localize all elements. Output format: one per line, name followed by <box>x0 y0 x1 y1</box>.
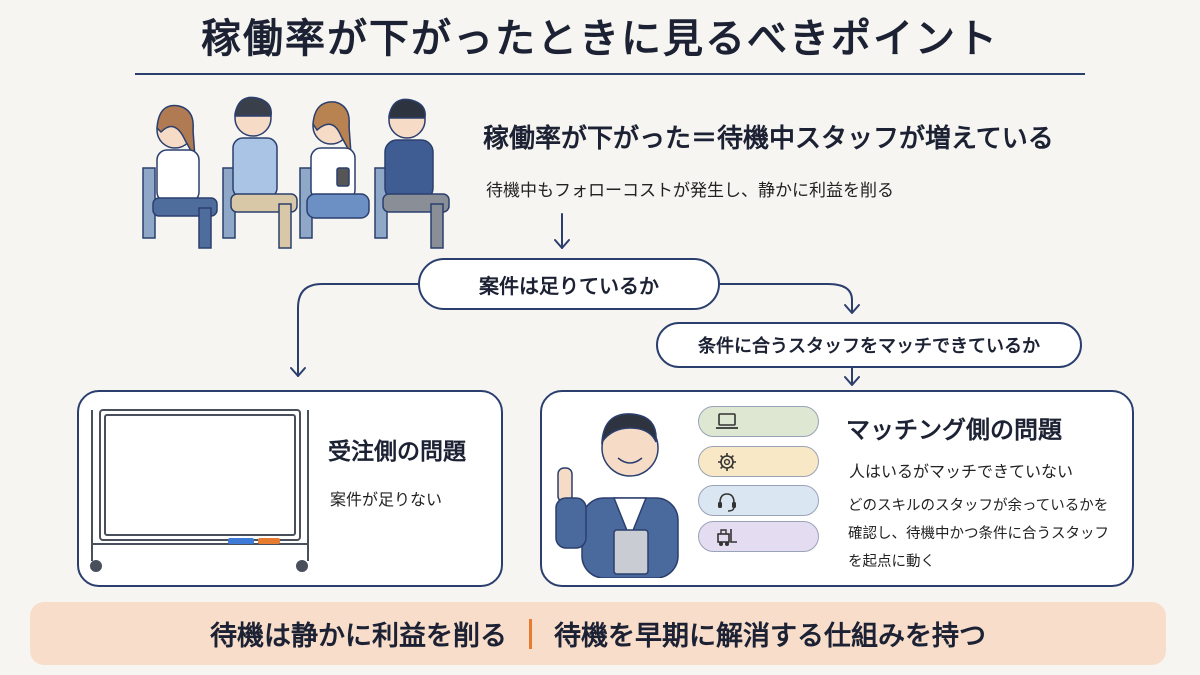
page-title: 稼働率が下がったときに見るべきポイント <box>201 16 999 62</box>
matching-side-description-line: を起点に動く <box>848 554 935 570</box>
order-side-title: 受注側の問題 <box>328 439 466 465</box>
businessman-illustration <box>555 413 679 578</box>
headline: 稼働率が下がった＝待機中スタッフが増えている <box>483 124 1054 154</box>
skill-manufacturing <box>698 446 819 477</box>
order-side-description: 案件が足りない <box>330 490 443 509</box>
forklift-icon <box>717 529 737 546</box>
question-matching: 条件に合うスタッフをマッチできているか <box>656 322 1082 368</box>
arrow-to-left-panel <box>297 283 419 377</box>
laptop-icon <box>716 413 738 429</box>
matching-side-subtitle: 人はいるがマッチできていない <box>849 462 1074 481</box>
waiting-staff-illustration <box>142 96 450 249</box>
arrow-to-question-2 <box>719 283 853 313</box>
question-supply: 案件は足りているか <box>418 258 720 310</box>
gear-icon <box>718 453 736 471</box>
skill-logistics <box>698 521 819 552</box>
skill-it <box>698 406 819 437</box>
banner-left-text: 待機は静かに利益を削る <box>210 621 507 652</box>
matching-side-description-line: どのスキルのスタッフが余っているかを <box>848 498 1109 514</box>
matching-side-description-line: 確認し、待機中かつ条件に合うスタッフ <box>848 526 1109 542</box>
skill-callcenter <box>698 485 819 516</box>
summary-banner: 待機は静かに利益を削る 待機を早期に解消する仕組みを持つ <box>30 602 1166 665</box>
matching-side-title: マッチング側の問題 <box>846 416 1062 444</box>
headset-icon <box>718 493 736 512</box>
banner-right-text: 待機を早期に解消する仕組みを持つ <box>554 621 986 652</box>
banner-separator <box>529 618 532 649</box>
title-divider <box>135 73 1085 75</box>
headline-subtext: 待機中もフォローコストが発生し、静かに利益を削る <box>486 181 894 201</box>
whiteboard-illustration <box>90 409 309 572</box>
